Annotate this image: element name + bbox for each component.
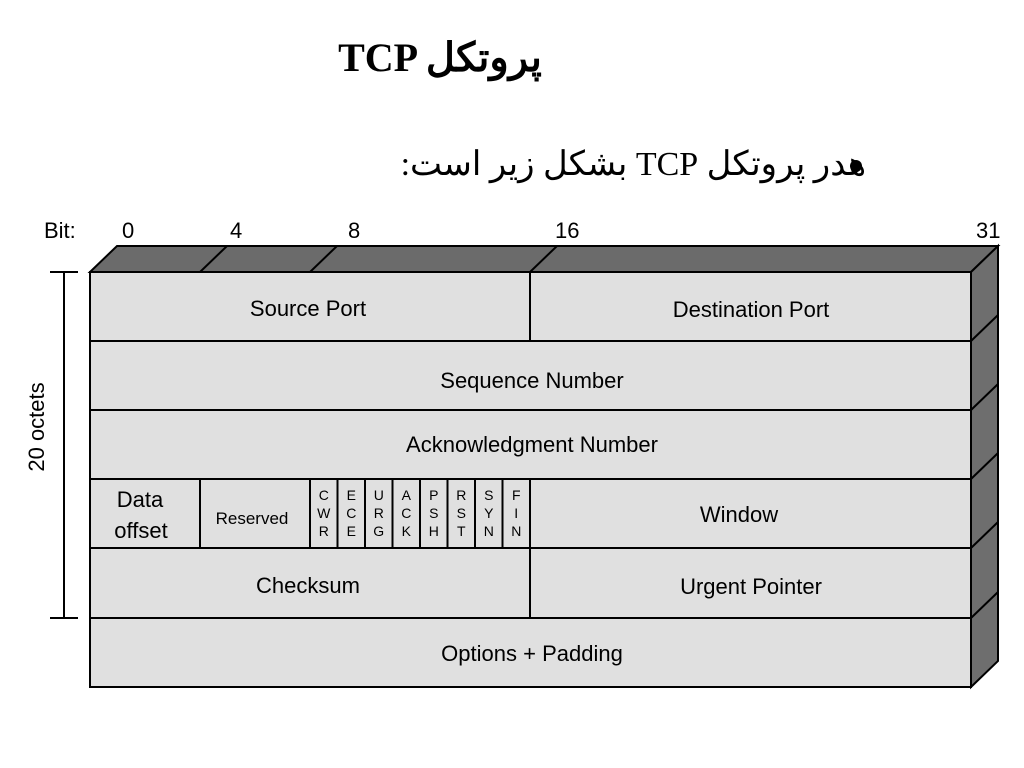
- flag-letter: Y: [484, 505, 494, 521]
- flag-letter: T: [457, 523, 466, 539]
- flag-letter: C: [346, 505, 356, 521]
- bit-ruler: Bit: 0 4 8 16 31: [44, 218, 1000, 243]
- flag-letter: R: [374, 505, 384, 521]
- flag-letter: F: [512, 487, 521, 503]
- label-acknowledgment-number: Acknowledgment Number: [406, 432, 658, 457]
- label-checksum: Checksum: [256, 573, 360, 598]
- label-window: Window: [700, 502, 778, 527]
- bullet-dot-icon: [850, 160, 862, 172]
- flag-letter: E: [347, 487, 356, 503]
- flag-cell-ece: [336, 478, 366, 549]
- cell-sequence-number: [89, 340, 972, 411]
- flag-letter: H: [429, 523, 439, 539]
- top-face-dividers: [199, 245, 558, 273]
- flag-letter: R: [319, 523, 329, 539]
- flag-letter: N: [511, 523, 521, 539]
- flag-letter: W: [317, 505, 331, 521]
- label-data-offset-line2: offset: [114, 518, 167, 543]
- label-sequence-number: Sequence Number: [440, 368, 623, 393]
- label-urgent-pointer: Urgent Pointer: [680, 574, 822, 599]
- flag-letter: S: [429, 505, 438, 521]
- label-reserved: Reserved: [216, 509, 289, 528]
- flag-cell-psh: [419, 478, 449, 549]
- cell-data-offset: [89, 478, 201, 549]
- cell-options-padding: [89, 617, 972, 688]
- cell-acknowledgment-number: [89, 409, 972, 480]
- flag-letter: S: [484, 487, 493, 503]
- octets-bracket: [50, 271, 78, 619]
- label-destination-port: Destination Port: [673, 297, 830, 322]
- bit-tick-4: 4: [230, 218, 242, 243]
- bit-label: Bit:: [44, 218, 76, 243]
- flag-cell-rst: [446, 478, 476, 549]
- flag-letter: U: [374, 487, 384, 503]
- bit-tick-0: 0: [122, 218, 134, 243]
- label-options-padding: Options + Padding: [441, 641, 623, 666]
- octets-label: 20 octets: [24, 382, 49, 471]
- flag-cell-urg: [364, 478, 394, 549]
- flag-letter: P: [429, 487, 438, 503]
- flag-letter: N: [484, 523, 494, 539]
- bit-tick-8: 8: [348, 218, 360, 243]
- flag-letter: G: [373, 523, 384, 539]
- cell-destination-port: [529, 271, 972, 342]
- cell-urgent-pointer: [529, 547, 972, 619]
- bit-tick-31: 31: [976, 218, 1000, 243]
- label-data-offset-line1: Data: [117, 487, 164, 512]
- bullet-text: هدر پروتکل TCP بشکل زیر است:: [400, 146, 866, 183]
- cell-reserved: [199, 478, 311, 549]
- side-face-dividers: [970, 314, 999, 619]
- flag-letter: C: [401, 505, 411, 521]
- flag-letter: E: [347, 523, 356, 539]
- slide-title: TCP پروتکل: [338, 35, 542, 80]
- flag-letter: C: [319, 487, 329, 503]
- field-labels: Source Port Destination Port Sequence Nu…: [114, 296, 829, 666]
- flag-letter: S: [457, 505, 466, 521]
- header-rows: [89, 271, 972, 688]
- bit-tick-16: 16: [555, 218, 579, 243]
- flag-cell-fin: [501, 478, 531, 549]
- flag-letter: K: [402, 523, 412, 539]
- flag-letter: A: [402, 487, 412, 503]
- label-source-port: Source Port: [250, 296, 366, 321]
- flag-letter: I: [514, 505, 518, 521]
- flag-letter: R: [456, 487, 466, 503]
